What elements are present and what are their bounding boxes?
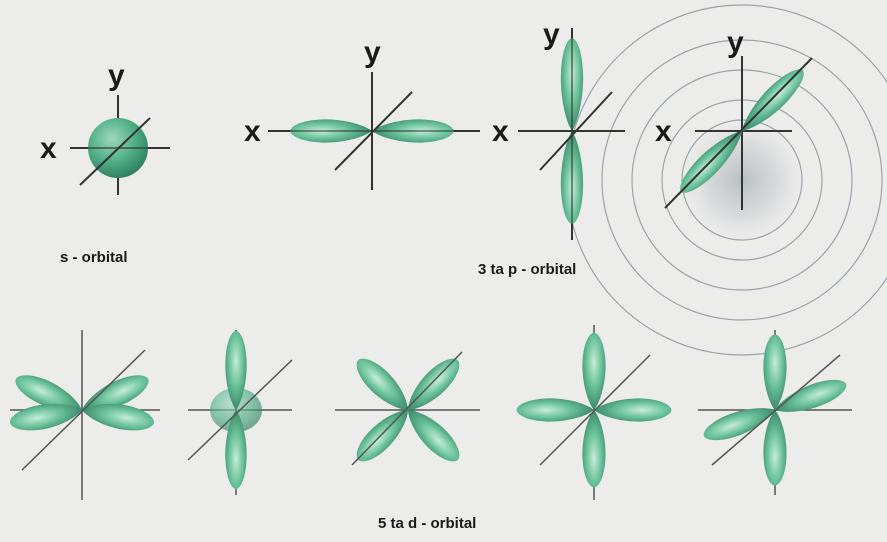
s-caption: s - orbital xyxy=(60,249,128,266)
s-y-label: y xyxy=(108,59,125,92)
pz-y-label: y xyxy=(727,26,744,59)
px-x-label: x xyxy=(244,115,261,148)
py-x-label: x xyxy=(492,115,509,148)
d-caption: 5 ta d - orbital xyxy=(378,515,476,532)
s-x-label: x xyxy=(40,132,57,165)
px-y-label: y xyxy=(364,36,381,69)
py-y-label: y xyxy=(543,18,560,51)
p-caption: 3 ta p - orbital xyxy=(478,261,576,278)
pz-x-label: x xyxy=(655,115,672,148)
